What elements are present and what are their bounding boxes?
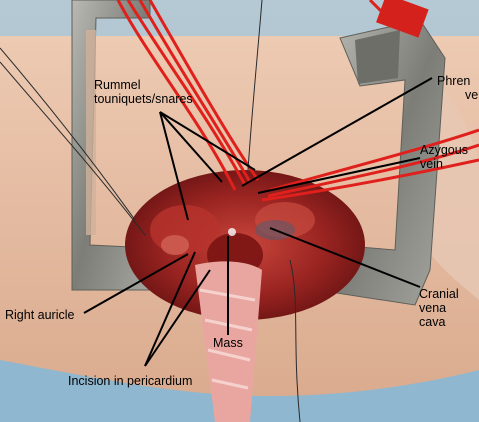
label-azygous: Azygous vein: [420, 143, 468, 171]
label-rummel: Rummel touniquets/snares: [94, 78, 193, 106]
label-cvc-line-2: vena: [419, 301, 447, 315]
label-cvc-line-1: Cranial: [419, 287, 459, 301]
label-phrenic-line-1: Phren: [437, 74, 471, 88]
label-rummel-line-2: touniquets/snares: [94, 92, 193, 106]
label-rummel-line-1: Rummel: [94, 78, 141, 92]
annotation-pointers: [83, 77, 433, 367]
label-incision: Incision in pericardium: [68, 374, 193, 388]
label-cranial-vena-cava: Cranial vena cava: [419, 287, 459, 329]
label-phrenic: Phren ve: [437, 74, 478, 102]
red-clamp: [376, 0, 429, 38]
drape-bottom: [0, 360, 479, 422]
label-azygous-line-1: Azygous: [420, 143, 468, 157]
label-phrenic-line-2: ve: [465, 88, 479, 102]
label-right-auricle: Right auricle: [5, 308, 75, 322]
retractor-blade: [355, 30, 400, 84]
label-azygous-line-2: vein: [420, 157, 443, 171]
gauze: [195, 261, 262, 422]
label-cvc-line-3: cava: [419, 315, 446, 329]
label-mass: Mass: [213, 336, 243, 350]
